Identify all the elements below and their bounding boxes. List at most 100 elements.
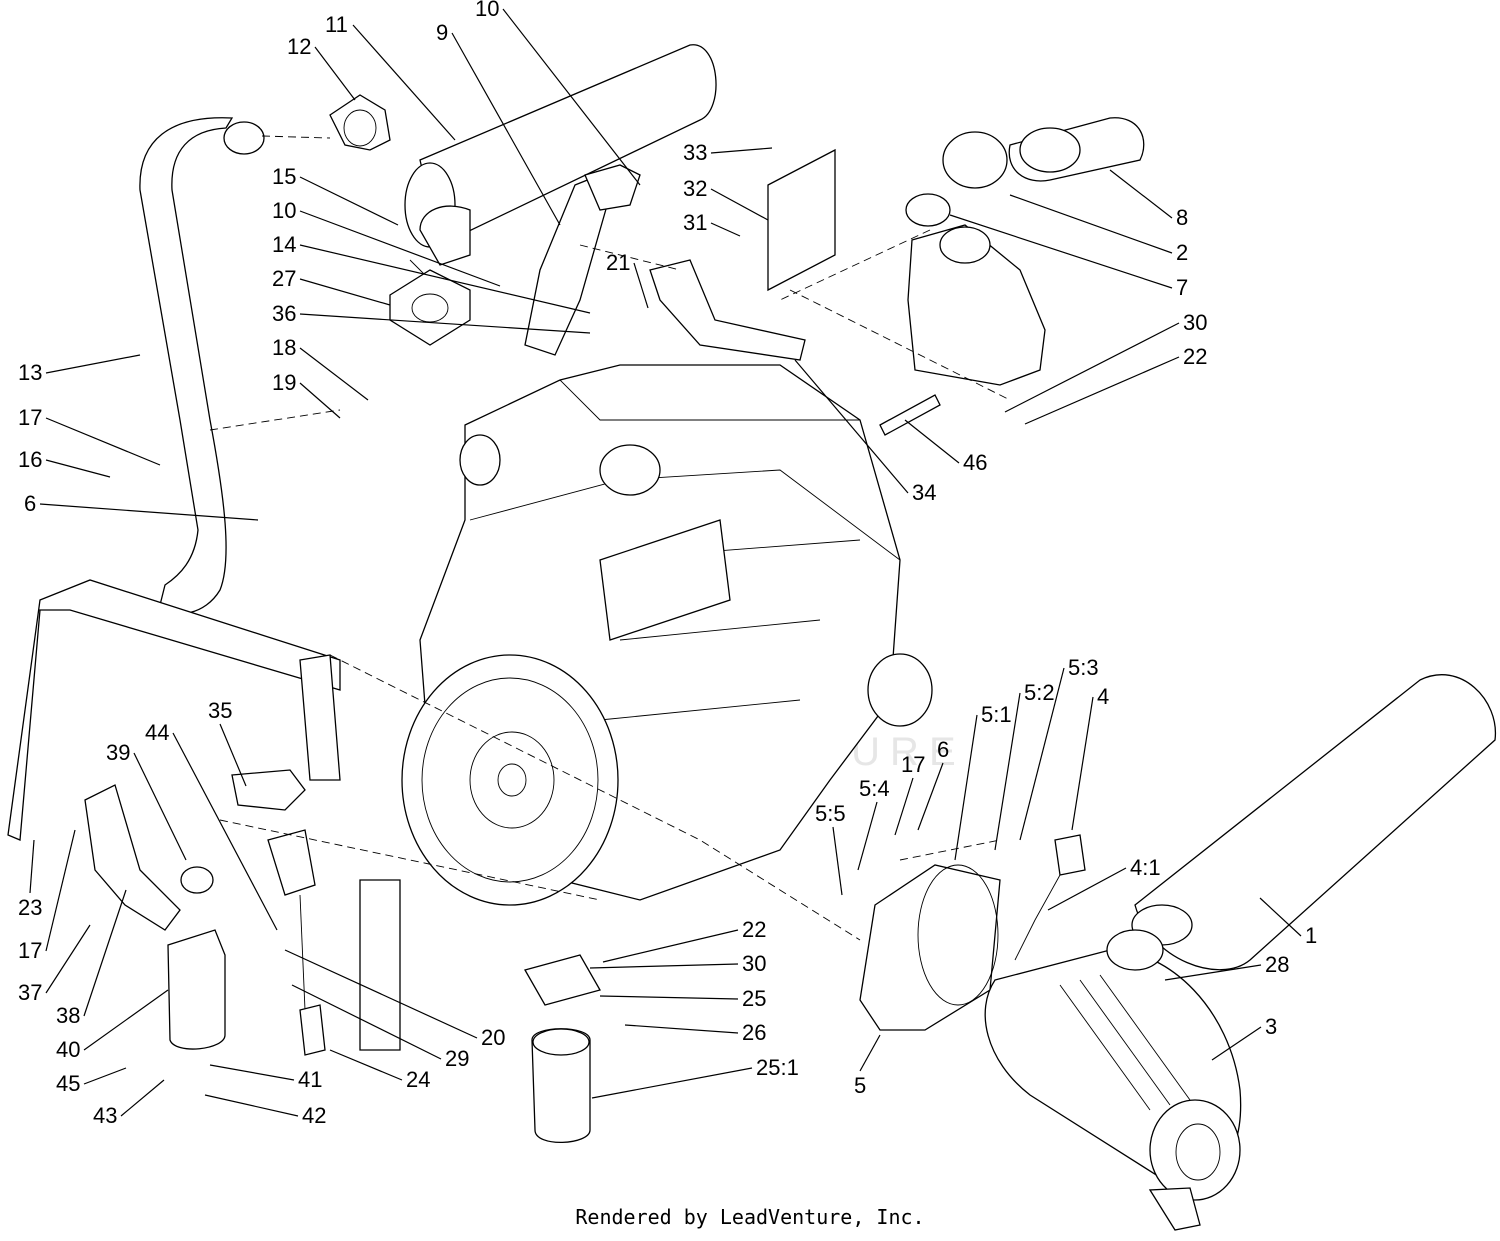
leader-line [1024,356,1180,425]
leader-line [599,995,739,1000]
callout-label: 46 [963,450,987,475]
leader-line [45,417,161,466]
leader-line [589,963,739,969]
callout-label: 19 [272,370,296,395]
callout-label: 45 [56,1071,80,1096]
leader-line [1071,696,1094,831]
leader-line [859,1034,881,1072]
leader-line [710,222,741,237]
leader-line [204,1094,299,1117]
callout-label: 30 [1183,310,1207,335]
leader-line [1211,1026,1262,1061]
callout-label: 8 [1176,205,1188,230]
callout-label: 6 [937,737,949,762]
callout-label: 44 [145,720,169,745]
leader-line [710,188,769,221]
sensor-bracket [649,259,806,361]
muffler-bracket [524,164,641,356]
callout-label: 23 [18,895,42,920]
leader-line [1009,194,1173,254]
leader-line [45,459,111,478]
leader-line [219,723,247,787]
callout-label: 43 [93,1103,117,1128]
callout-label: 40 [56,1037,80,1062]
footer-credit: Rendered by LeadVenture, Inc. [575,1205,925,1229]
leader-line [832,826,843,896]
callout-label: 38 [56,1003,80,1028]
exhaust-clamp [329,94,391,151]
leader-line [172,732,278,931]
leader-line [299,176,399,226]
callout-label: 18 [272,335,296,360]
callout-label: 28 [1265,952,1289,977]
fuel-filter [167,866,226,1050]
leader-line [1019,667,1065,841]
callout-label: 22 [742,917,766,942]
callout-label: 5:2 [1024,680,1055,705]
callout-label: 33 [683,140,707,165]
callout-label: 35 [208,698,232,723]
callout-label: 7 [1176,275,1188,300]
callout-label: 32 [683,176,707,201]
callout-layer: 1110129333231151014273621181913171668273… [18,0,1317,1128]
leader-line [949,214,1173,289]
callout-label: 36 [272,301,296,326]
leader-line [352,24,456,141]
leader-line [83,889,127,1017]
leader-line [591,1067,753,1099]
callout-label: 5 [854,1073,866,1098]
callout-label: 17 [901,752,925,777]
callout-label: 39 [106,740,130,765]
callout-label: 37 [18,980,42,1005]
callout-label: 2 [1176,240,1188,265]
callout-label: 12 [287,34,311,59]
callout-label: 30 [742,951,766,976]
callout-label: 25 [742,986,766,1011]
leader-line [209,1064,295,1081]
callout-label: 10 [272,198,296,223]
leader-line [917,762,944,831]
callout-label: 16 [18,447,42,472]
leader-line [633,262,649,309]
callout-label: 11 [325,12,348,37]
callout-label: 4:1 [1130,855,1161,880]
callout-label: 1 [1305,923,1317,948]
muffler [404,44,717,291]
callout-label: 3 [1265,1014,1277,1039]
flywheel [401,654,619,906]
callout-label: 29 [445,1046,469,1071]
fuel-pump [267,829,326,1056]
radiator-hose [905,117,1145,227]
callout-label: 41 [298,1067,322,1092]
callout-label: 5:5 [815,801,846,826]
leader-line [299,347,369,401]
callout-label: 21 [606,250,630,275]
callout-label: 22 [1183,344,1207,369]
leader-line [329,1049,403,1081]
callout-label: 25:1 [756,1055,799,1080]
callout-label: 24 [406,1067,430,1092]
leader-line [83,1067,127,1085]
leader-line [314,46,356,101]
callout-label: 42 [302,1103,326,1128]
intake-hose [1106,674,1496,971]
callout-label: 5:4 [859,776,890,801]
leader-line [904,419,960,464]
leader-line [794,359,909,494]
leader-line [451,32,561,226]
leader-line [710,147,773,154]
callout-label: 34 [912,480,936,505]
callout-label: 17 [18,405,42,430]
callout-label: 10 [475,0,499,21]
callout-label: 5:1 [981,702,1012,727]
leader-line [602,929,739,963]
leader-line [1109,169,1173,219]
callout-label: 14 [272,232,296,257]
filter-clamp [231,769,306,811]
leader-line [133,752,187,861]
leader-line [299,278,391,306]
callout-label: 6 [24,491,36,516]
water-separator [524,954,601,1144]
leader-line [299,313,591,334]
